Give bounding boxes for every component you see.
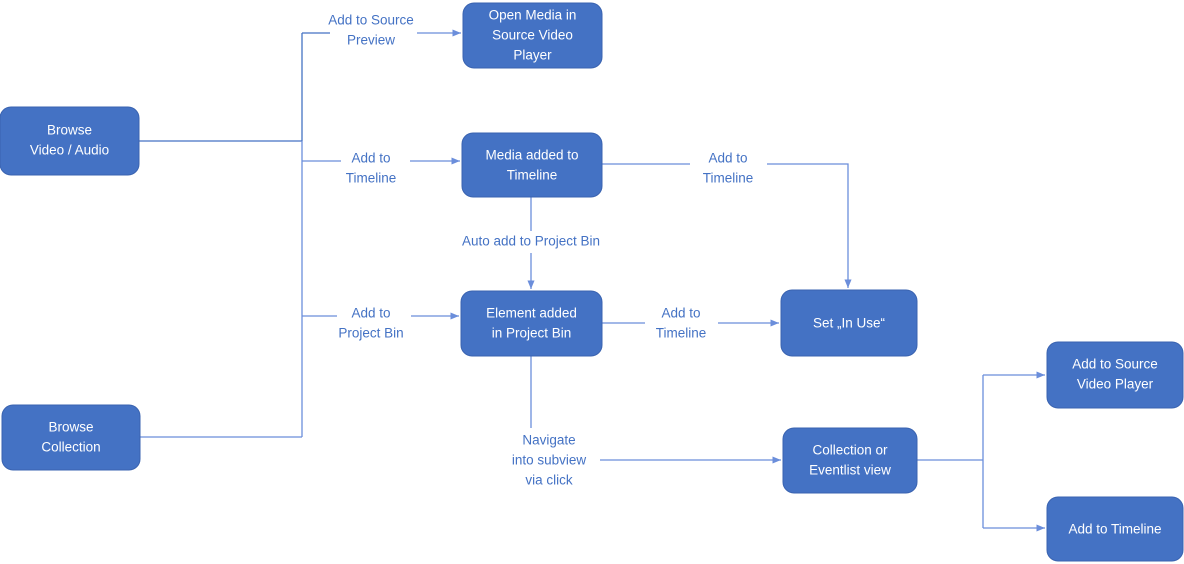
node-add-to-timeline-end[interactable]: Add to Timeline [1046,496,1184,562]
node-element-added-in-project-bin[interactable]: Element added in Project Bin [460,290,603,357]
edge-label-add-to-timeline-3-line2: Timeline [656,326,707,341]
edge-label-add-to-source-preview: Add to Source Preview [328,13,414,48]
edge-label-add-to-source-preview-line2: Preview [347,33,395,48]
edge-label-add-to-timeline-3: Add to Timeline [656,306,707,341]
node-element-added-line1: Element added [486,306,577,321]
edge-label-add-to-timeline-1-line2: Timeline [346,171,397,186]
edge-label-add-to-timeline-2-line1: Add to [708,151,747,166]
node-browse-video-audio[interactable]: Browse Video / Audio [0,106,140,176]
node-media-added-to-timeline-shape[interactable] [461,132,603,198]
edge-label-navigate-into-subview-via-click: Navigate into subview via click [512,433,587,488]
node-browse-video-audio-shape[interactable] [0,106,140,176]
edge-label-add-to-timeline-1-line1: Add to [351,151,390,166]
node-open-media-line2: Source Video [492,28,573,43]
node-add-to-timeline-end-label: Add to Timeline [1068,522,1161,537]
edge-label-add-to-project-bin: Add to Project Bin [338,306,403,341]
node-collection-line1: Collection or [812,443,888,458]
node-browse-collection-line1: Browse [48,420,93,435]
node-set-in-use-shape[interactable] [780,289,918,357]
node-browse-collection-shape[interactable] [1,404,141,471]
edge-label-add-to-timeline-2-line2: Timeline [703,171,754,186]
node-browse-video-audio-line2: Video / Audio [30,143,109,158]
edge-label-navigate-line1: Navigate [522,433,575,448]
node-browse-collection-line2: Collection [41,440,100,455]
node-media-added-line2: Timeline [507,168,558,183]
node-open-media-source-video-player[interactable]: Open Media in Source Video Player [462,2,603,69]
edge-label-navigate-line2: into subview [512,453,587,468]
edge-label-add-to-project-bin-line2: Project Bin [338,326,403,341]
node-add-to-source-line1: Add to Source [1072,357,1158,372]
node-open-media-line3: Player [513,48,552,63]
node-set-in-use[interactable]: Set „In Use“ [780,289,918,357]
node-collection-or-eventlist-view-shape[interactable] [782,427,918,494]
node-open-media-line1: Open Media in [489,8,577,23]
edge-label-add-to-source-preview-line1: Add to Source [328,13,414,28]
node-media-added-line1: Media added to [485,148,578,163]
node-add-to-source-video-player-shape[interactable] [1046,341,1184,409]
edge-label-auto-add-to-project-bin: Auto add to Project Bin [462,234,600,249]
node-add-to-source-line2: Video Player [1077,377,1154,392]
node-element-added-line2: in Project Bin [492,326,572,341]
node-add-to-timeline-end-shape[interactable] [1046,496,1184,562]
node-browse-video-audio-line1: Browse [47,123,92,138]
node-media-added-to-timeline[interactable]: Media added to Timeline [461,132,603,198]
node-browse-collection[interactable]: Browse Collection [1,404,141,471]
node-element-added-in-project-bin-shape[interactable] [460,290,603,357]
edge-label-add-to-timeline-1: Add to Timeline [346,151,397,186]
edge-label-auto-add-to-project-bin-line1: Auto add to Project Bin [462,234,600,249]
edge-media-added-to-set-in-use [767,163,852,288]
node-add-to-source-video-player[interactable]: Add to Source Video Player [1046,341,1184,409]
node-collection-or-eventlist-view[interactable]: Collection or Eventlist view [782,427,918,494]
node-set-in-use-label: Set „In Use“ [813,316,885,331]
edge-label-navigate-line3: via click [525,473,573,488]
node-open-media-source-video-player-shape[interactable] [462,2,603,69]
edge-label-add-to-timeline-2: Add to Timeline [703,151,754,186]
edge-label-add-to-timeline-3-line1: Add to [661,306,700,321]
edge-label-add-to-project-bin-line1: Add to [351,306,390,321]
node-collection-line2: Eventlist view [809,463,891,478]
